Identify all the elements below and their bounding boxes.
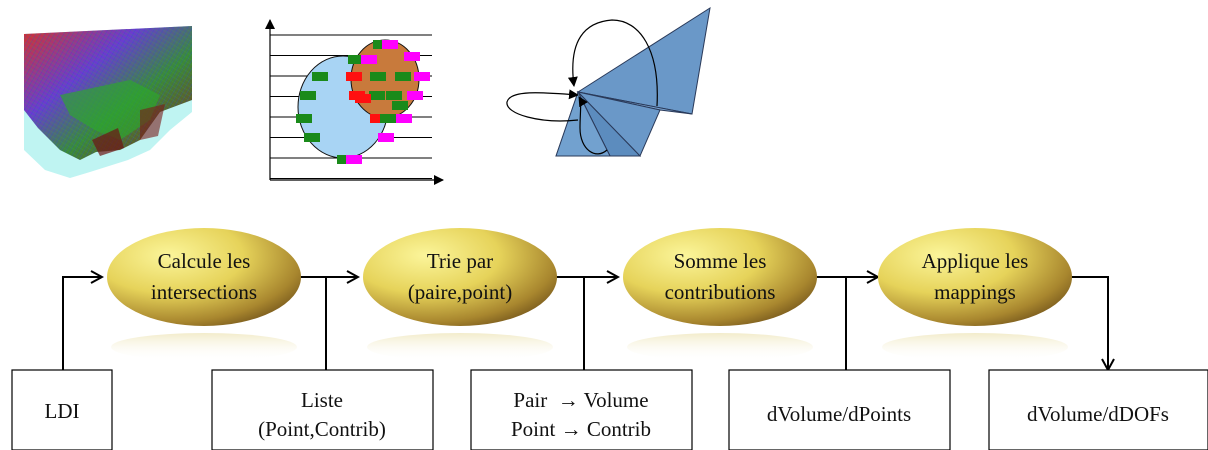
box-dvolume-ddofs: dVolume/dDOFs [988,369,1208,450]
intersection-segment [296,114,312,123]
intersection-segment [407,91,423,100]
step-3-line-2: contributions [665,280,776,304]
intersection-segment [392,101,408,110]
intersection-segment [378,133,394,142]
intersection-segments [296,40,430,164]
box-dvolume-dpoints: dVolume/dPoints [728,369,951,450]
intersection-segment [386,91,402,100]
arrow-to-dvolume-ddofs [1070,276,1108,370]
process-step-1: Calcule les intersections [107,228,301,326]
step-2-line-1: Trie par [427,249,493,273]
intersection-segment [312,72,328,81]
intersection-segment [370,114,386,123]
mesh-illustration [24,26,192,178]
intersection-segment [369,91,385,100]
flow-connectors [62,276,1108,370]
box-dvolume-dpoints-label: dVolume/dPoints [767,402,911,426]
intersection-segment [373,40,389,49]
intersection-segment [380,114,396,123]
step-4-line-2: mappings [934,280,1016,304]
step-4-line-1: Applique les [922,249,1029,273]
process-step-3: Somme les contributions [623,228,817,326]
box-pair-line-1: Pair → Volume [513,388,648,412]
triangle-fan-illustration [506,6,711,157]
scanline-illustration [265,19,444,185]
intersection-segment [348,55,364,64]
step-1-line-2: intersections [151,280,257,304]
intersection-segment [370,72,386,81]
box-dvolume-ddofs-label: dVolume/dDOFs [1027,402,1169,426]
step-3-line-1: Somme les [674,249,767,273]
box-liste-line-2: (Point,Contrib) [258,417,386,441]
box-pair-volume: Pair → Volume Point → Contrib [470,369,693,450]
ellipse-reflections [111,333,1068,361]
intersection-segment [382,40,398,49]
intersection-segment [300,91,316,100]
box-ldi-label: LDI [45,399,80,423]
process-step-4: Applique les mappings [878,228,1072,326]
step-2-line-2: (paire,point) [408,280,512,304]
box-liste-line-1: Liste [301,388,343,412]
step-1-line-1: Calcule les [158,249,251,273]
intersection-segment [304,133,320,142]
intersection-segment [346,72,362,81]
intersection-segment [395,72,411,81]
box-ldi: LDI [11,369,113,450]
arrow-ldi-to-intersections [62,277,102,370]
intersection-segment [346,155,362,164]
process-step-2: Trie par (paire,point) [363,228,557,326]
intersection-segment [355,94,371,103]
intersection-segment [337,155,353,164]
box-pair-line-2: Point → Contrib [511,417,651,441]
intersection-segment [414,72,430,81]
intersection-segment [396,114,412,123]
intersection-segment [404,52,420,61]
intersection-segment [361,55,377,64]
box-liste: Liste (Point,Contrib) [211,369,434,450]
